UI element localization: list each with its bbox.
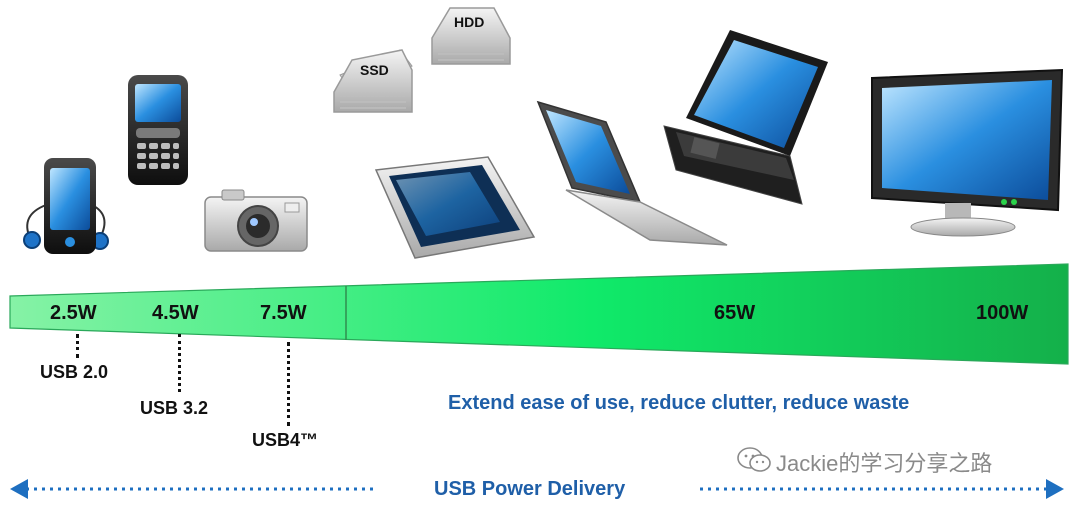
usb2-connector <box>76 334 79 358</box>
wechat-icon <box>736 446 772 479</box>
usb4-connector <box>287 342 290 426</box>
usb32-connector <box>178 334 181 392</box>
smartphone-icon <box>128 75 188 185</box>
power-label-65w: 65W <box>714 302 756 324</box>
usb4-label: USB4™ <box>252 430 319 450</box>
ultrabook-icon <box>536 100 728 246</box>
tablet-icon <box>374 156 536 259</box>
usb-power-delivery-label: USB Power Delivery <box>434 478 626 500</box>
usb32-label: USB 3.2 <box>140 398 209 418</box>
ssd-icon <box>333 49 413 113</box>
power-label-7-5w: 7.5W <box>260 302 307 324</box>
ssd-label: SSD <box>360 62 389 78</box>
power-label-100w: 100W <box>976 302 1029 324</box>
watermark-text: Jackie的学习分享之路 <box>776 451 993 476</box>
monitor-icon <box>871 68 1064 237</box>
usb2-label: USB 2.0 <box>40 362 109 382</box>
power-label-4-5w: 4.5W <box>152 302 199 324</box>
tagline: Extend ease of use, reduce clutter, redu… <box>448 392 910 414</box>
power-delivery-arrow <box>10 479 1064 499</box>
power-label-2-5w: 2.5W <box>50 302 97 324</box>
hdd-label: HDD <box>454 14 485 30</box>
laptop-icon <box>663 30 828 205</box>
mp3-player-icon <box>23 158 109 254</box>
power-wedge <box>9 263 1069 365</box>
camera-icon <box>204 189 308 252</box>
hdd-icon <box>431 7 511 65</box>
